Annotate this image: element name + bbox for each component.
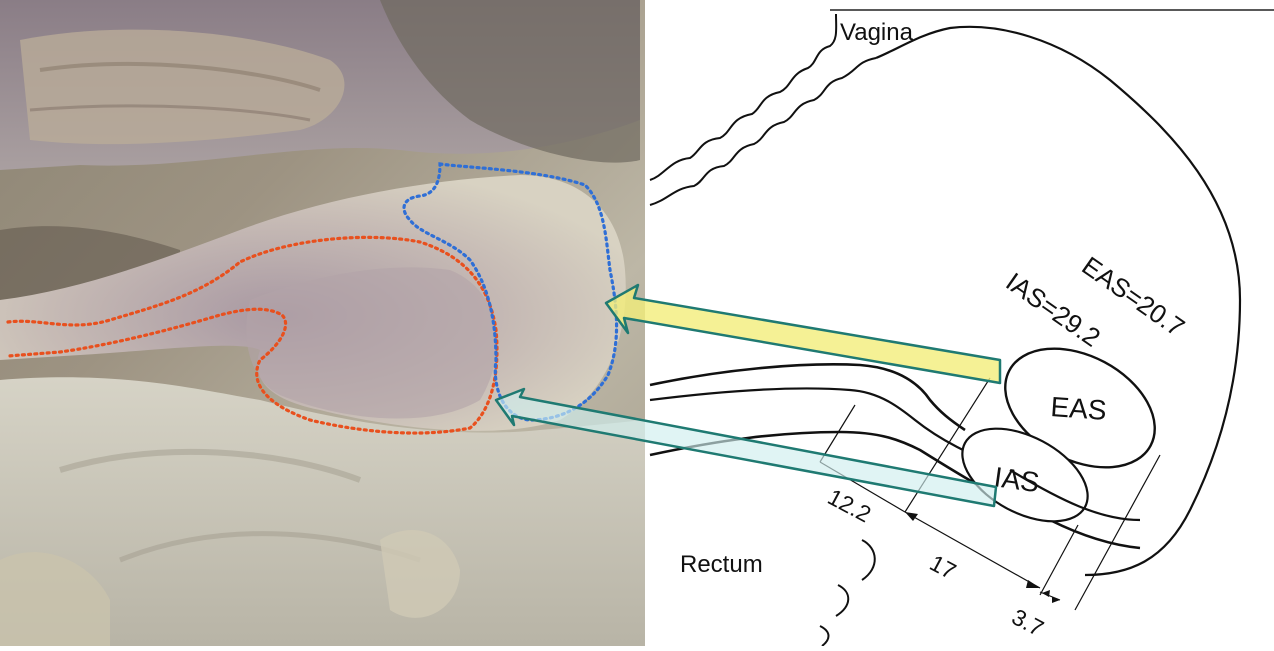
vagina-label: Vagina: [840, 19, 914, 46]
rectum-label: Rectum: [680, 551, 763, 578]
eas-label: EAS: [1050, 391, 1108, 426]
ias-label: IAS: [992, 461, 1041, 498]
